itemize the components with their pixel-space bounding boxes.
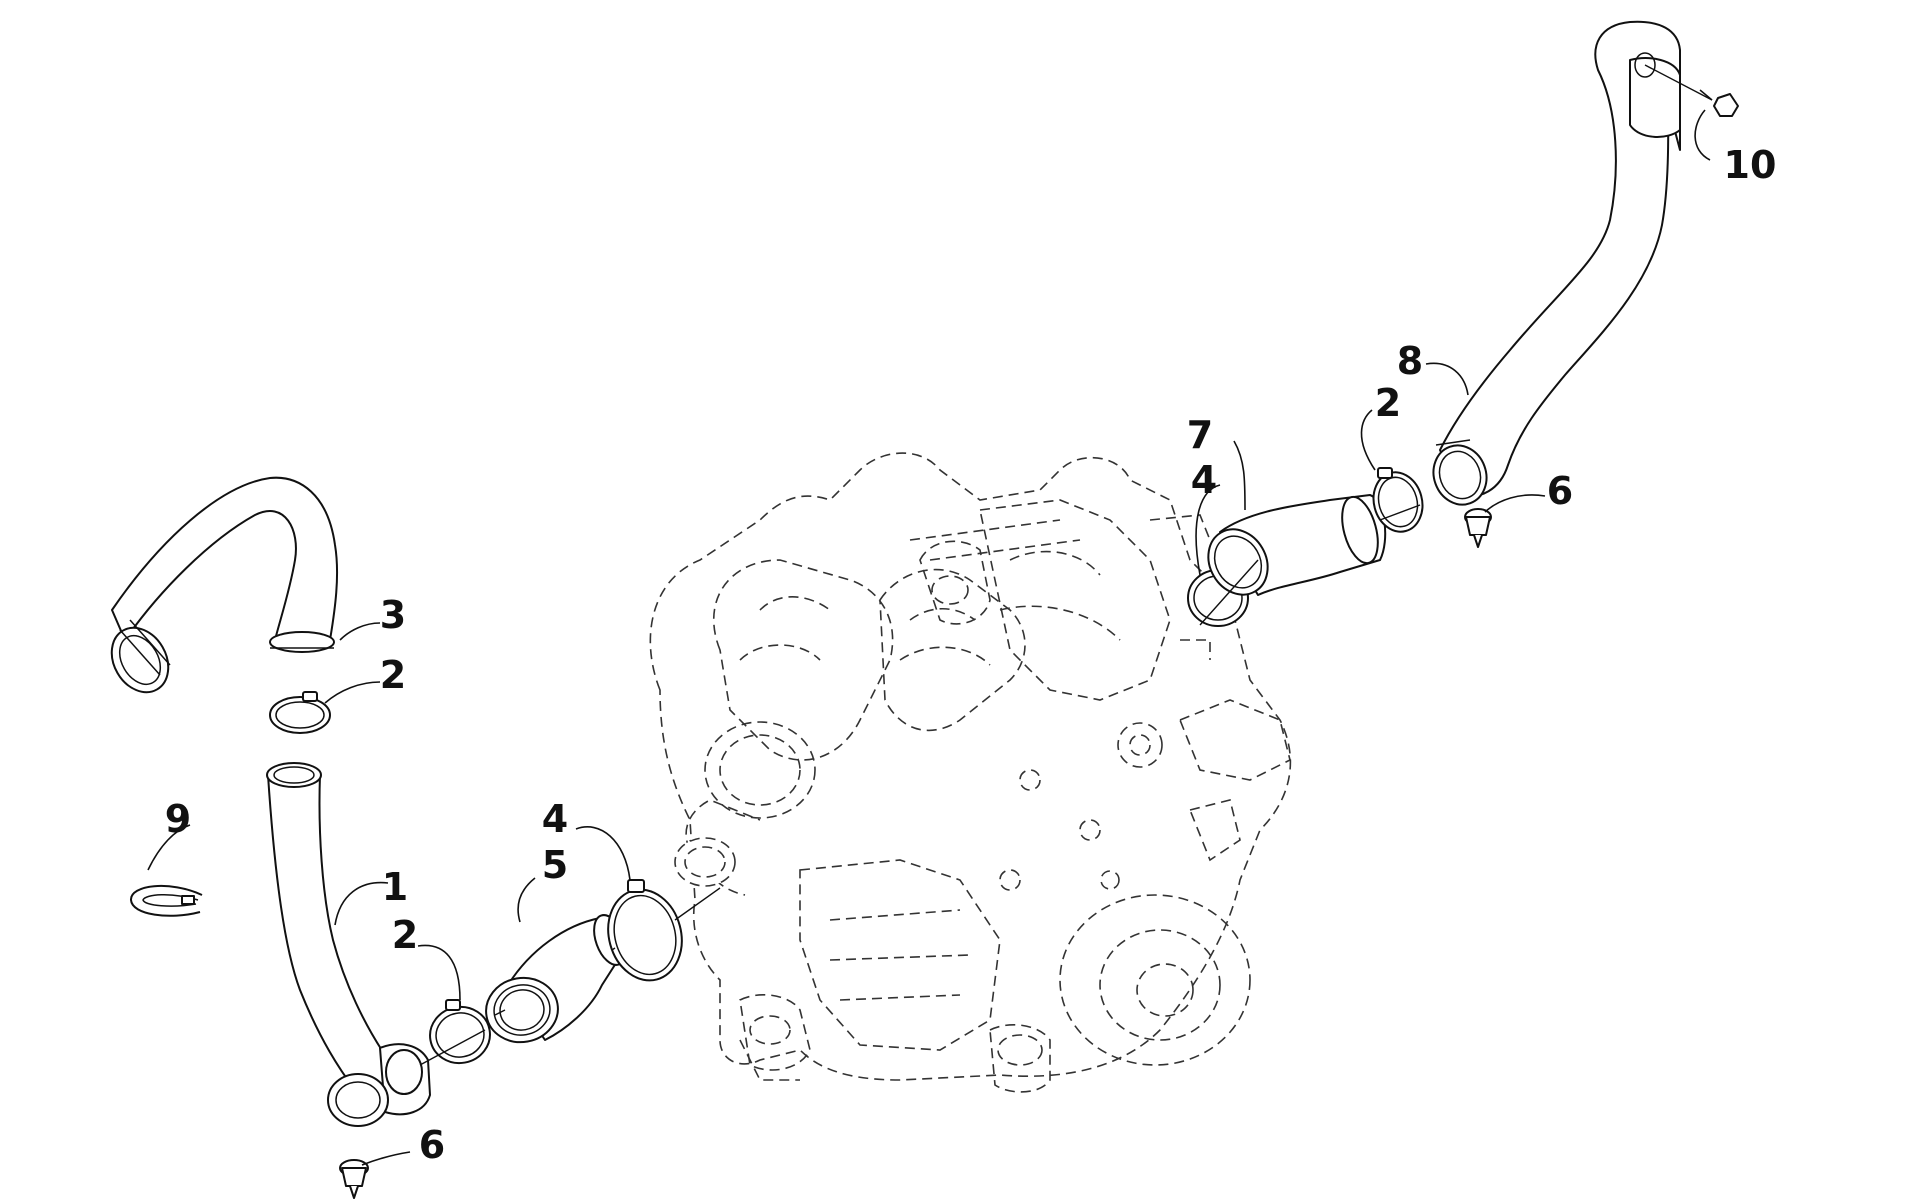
part-1-coolant-tube (266, 762, 431, 1127)
right-assembly-centerline (1199, 64, 1713, 626)
callout-1: 1 (382, 865, 408, 909)
callout-3: 3 (380, 593, 406, 637)
part-2-clamp-right (1372, 467, 1424, 533)
part-6-plug-lower-left (339, 1159, 369, 1199)
part-10-bolt (1699, 89, 1739, 117)
callout-9: 9 (165, 797, 191, 841)
callout-6-right: 6 (1547, 469, 1573, 513)
callout-7: 7 (1187, 413, 1213, 457)
callout-8: 8 (1397, 339, 1423, 383)
part-7-reducer-hose (1207, 494, 1387, 596)
part-8-upper-hose (1432, 20, 1681, 506)
callout-4-right: 4 (1191, 458, 1217, 502)
callout-leaders (147, 109, 1711, 1166)
part-6-plug-right (1464, 508, 1492, 548)
engine-phantom-outline (649, 452, 1292, 1093)
callout-2-upper-left: 2 (380, 653, 406, 697)
part-4-clamp-left (607, 879, 683, 982)
callout-labels: 1 2 2 2 3 4 4 5 6 6 7 8 9 10 (165, 143, 1777, 1167)
callout-6-lower-left: 6 (419, 1123, 445, 1167)
part-2-clamp-lower-left (429, 999, 491, 1065)
callout-2-lower-left: 2 (392, 913, 418, 957)
left-assembly-centerline (419, 887, 721, 1066)
callout-10: 10 (1724, 143, 1777, 187)
callout-2-right: 2 (1375, 381, 1401, 425)
part-2-clamp-upper-left (269, 691, 331, 734)
part-9-snap-ring (129, 884, 203, 917)
callout-4-left: 4 (542, 797, 568, 841)
callout-5: 5 (542, 843, 568, 887)
part-3-elbow-hose (110, 476, 339, 694)
